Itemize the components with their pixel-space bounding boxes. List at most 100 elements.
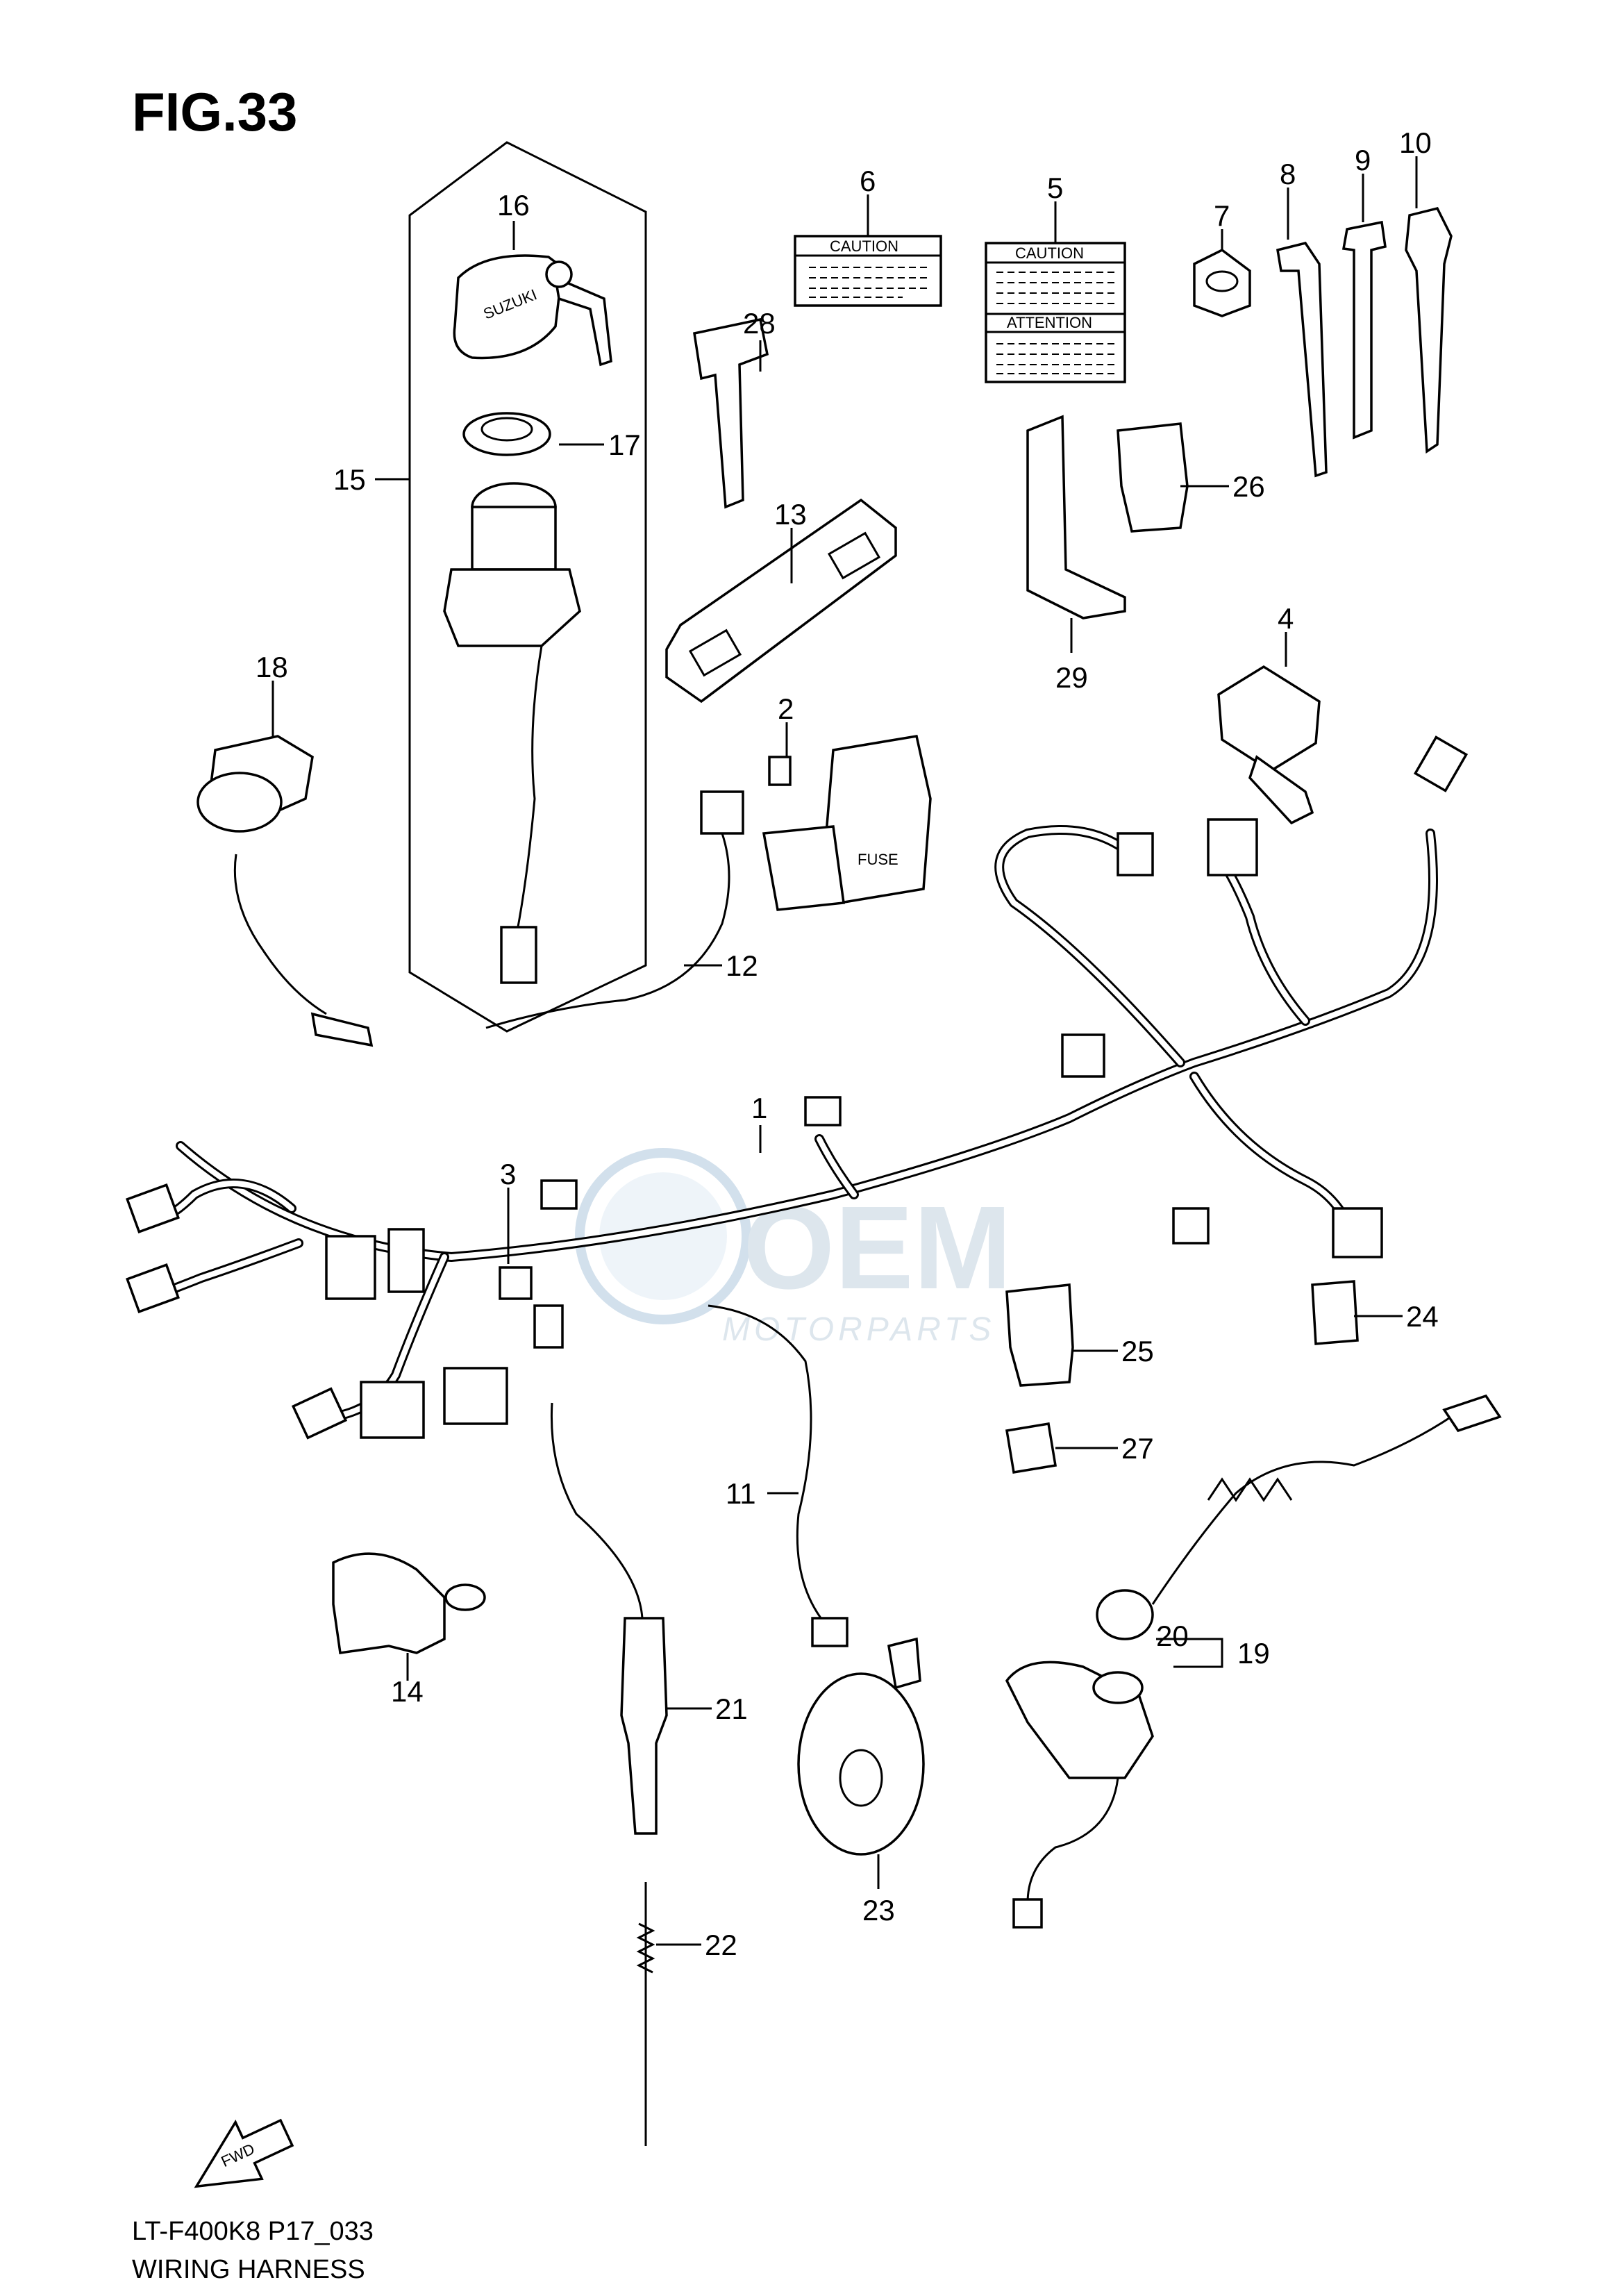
connector-m — [1332, 1207, 1383, 1258]
switch-base — [443, 568, 581, 647]
callout-3: 3 — [500, 1158, 516, 1190]
watermark-sub: MOTORPARTS — [722, 1311, 995, 1348]
relay-24-part — [1311, 1280, 1359, 1345]
switch-18-plug — [310, 1012, 374, 1047]
callout-28: 28 — [743, 307, 776, 340]
caution-label-large: CAUTION ATTENTION — [985, 242, 1126, 383]
fuse-text: FUSE — [858, 851, 898, 868]
callout-16: 16 — [497, 189, 530, 222]
callout-26: 26 — [1232, 470, 1265, 503]
caution-label-5 — [985, 242, 1126, 383]
figure-caption: WIRING HARNESS — [132, 2255, 365, 2284]
callout-9: 9 — [1355, 144, 1371, 176]
key-blade-part — [553, 276, 612, 367]
relay-26-part — [1117, 422, 1189, 533]
callout-13: 13 — [774, 498, 807, 531]
switch-14-tab — [444, 1583, 486, 1611]
lanyard-end — [1442, 1394, 1502, 1433]
connector-c — [325, 1235, 376, 1300]
connector-p — [804, 1096, 842, 1126]
callout-17: 17 — [608, 429, 641, 461]
sub-harness-11 — [708, 1304, 828, 1626]
fuse-box: FUSE — [762, 735, 932, 911]
connector-a — [126, 1183, 180, 1233]
harness-connectors — [126, 735, 1469, 1440]
connector-o — [540, 1179, 578, 1210]
lock-nut-inner — [480, 417, 533, 442]
leader-lines — [271, 156, 1418, 1946]
connector-k — [1207, 818, 1258, 876]
horn-23-body — [797, 1672, 925, 1856]
switch-lead-wire — [516, 645, 543, 931]
relay-25-part — [1005, 1283, 1074, 1387]
lanyard-coil — [1207, 1477, 1293, 1502]
handlebar-switch-18 — [197, 735, 374, 1047]
callout-5: 5 — [1047, 172, 1063, 204]
connector-q — [1413, 735, 1469, 792]
connector-i — [700, 790, 744, 835]
fuse-2-part — [768, 756, 792, 786]
bracket-29-part — [1026, 415, 1126, 619]
callout-8: 8 — [1280, 158, 1296, 190]
fuse-holder — [762, 825, 845, 911]
callouts: 1 2 3 4 5 6 7 8 9 10 11 12 13 14 15 16 1… — [256, 126, 1439, 1961]
callout-27: 27 — [1121, 1432, 1154, 1465]
callout-19: 19 — [1237, 1637, 1270, 1670]
sub-harness-11-plug — [811, 1617, 848, 1647]
connector-g — [291, 1387, 348, 1440]
caution-label-small: CAUTION — [794, 235, 942, 307]
lanyard-clip-20 — [1096, 1589, 1154, 1640]
connector-l — [1061, 1033, 1105, 1078]
callout-11: 11 — [726, 1477, 756, 1510]
caution-label-6 — [794, 235, 942, 307]
engine-stop-switch — [1005, 1394, 1502, 1929]
part-22-spring — [636, 1922, 655, 1974]
callout-23: 23 — [862, 1894, 895, 1927]
callout-25: 25 — [1121, 1335, 1154, 1367]
lanyard-cord — [1151, 1415, 1452, 1605]
bracket-27-part — [1005, 1422, 1057, 1474]
spare-key-part — [693, 317, 769, 509]
key-cap-part — [453, 254, 564, 360]
callout-12: 12 — [726, 949, 758, 982]
cable-tie-8 — [1276, 242, 1328, 478]
fwd-arrow-shape — [194, 2118, 294, 2188]
assembly-outline — [408, 141, 647, 1033]
cable-tie-9 — [1341, 220, 1387, 440]
callout-18: 18 — [256, 651, 288, 683]
connector-b — [126, 1263, 180, 1313]
callout-24: 24 — [1406, 1300, 1439, 1333]
switch-connector — [500, 926, 537, 984]
callout-6: 6 — [860, 165, 876, 197]
bracket-13-part — [665, 498, 897, 704]
sensor-21-part — [620, 1617, 668, 1835]
fwd-arrow: FWD — [194, 2118, 294, 2188]
horn-23-bracket — [887, 1637, 921, 1690]
clamp-7-part — [1193, 248, 1251, 317]
attention-text-5: ATTENTION — [1007, 314, 1092, 331]
callout-2: 2 — [778, 692, 794, 725]
callout-21: 21 — [715, 1692, 748, 1725]
callout-14: 14 — [391, 1675, 424, 1708]
figure-title: FIG.33 — [132, 81, 297, 142]
watermark: OEM MOTORPARTS — [575, 1148, 1012, 1348]
callout-20: 20 — [1156, 1620, 1189, 1652]
model-code: LT-F400K8 P17_033 — [132, 2217, 374, 2246]
connector-n — [1172, 1207, 1210, 1245]
sensor-4-shaft — [1248, 755, 1314, 825]
cable-tie-10 — [1405, 206, 1453, 454]
connector-d — [387, 1228, 425, 1293]
lead-21-wire — [550, 1402, 644, 1619]
callout-29: 29 — [1055, 661, 1088, 694]
switch-19-knob — [1092, 1671, 1144, 1704]
fuse-box-body — [825, 735, 932, 905]
callout-22: 22 — [705, 1929, 737, 1961]
sub-harness-12 — [485, 833, 730, 1029]
connector-e — [360, 1381, 425, 1439]
callout-7: 7 — [1214, 199, 1230, 232]
ignition-switch-assembly: SUZUKI — [408, 141, 647, 1033]
caution-text-5: CAUTION — [1015, 244, 1084, 262]
caution-text-6: CAUTION — [830, 238, 898, 255]
